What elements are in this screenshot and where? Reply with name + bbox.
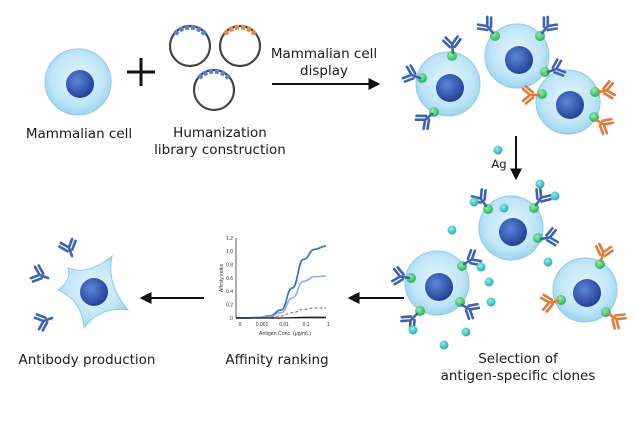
plasmid-inserts — [173, 24, 257, 80]
label-selection-1: Selection of — [478, 351, 558, 367]
displaying-cells — [400, 13, 617, 137]
producing-cell — [28, 236, 130, 333]
chart-series-line — [236, 275, 327, 319]
chart-x-tick-label: 1 — [327, 322, 330, 328]
plus-sign — [127, 58, 155, 86]
chart-x-tick-label: 0.001 — [256, 322, 269, 328]
mammalian-cell — [44, 48, 112, 116]
chart-series-line — [236, 245, 327, 319]
label-selection-2: antigen-specific clones — [440, 368, 596, 384]
chart-series-line — [236, 307, 326, 319]
chart-x-axis-label: Antigen Conc. (μg/mL) — [259, 331, 311, 337]
chart-x-tick-label: 0.1 — [303, 322, 310, 328]
label-affinity-ranking: Affinity ranking — [225, 352, 329, 368]
chart-y-tick-label: 1.0 — [226, 249, 233, 255]
chart-y-tick-label: 0.6 — [226, 276, 233, 282]
chart-y-tick-label: 0.2 — [226, 302, 233, 308]
chart-x-tick-label: 0 — [239, 322, 242, 328]
label-humanization-2: library construction — [154, 142, 286, 158]
chart-y-tick-label: 1.2 — [226, 236, 233, 242]
label-mammalian-cell: Mammalian cell — [25, 126, 133, 142]
chart-x-tick-label: 0.01 — [279, 322, 289, 328]
label-humanization-1: Humanization — [173, 125, 267, 141]
antigen-icon — [493, 145, 503, 155]
label-display-2: display — [300, 63, 348, 79]
selection-cells — [390, 179, 629, 350]
label-display-1: Mammalian cell — [270, 46, 378, 62]
chart-series-line — [236, 316, 326, 319]
chart-y-axis-label: Affinity index — [219, 263, 225, 292]
chart-y-tick-label: 0.8 — [226, 262, 233, 268]
chart-y-tick-label: 0.4 — [226, 289, 233, 295]
affinity-chart: 0 0.2 0.4 0.6 0.8 1.0 1.2 0 0.001 0.01 0.1 1 Affinit… — [219, 236, 330, 337]
plasmid-library — [168, 24, 262, 112]
label-ag: Ag — [491, 157, 507, 171]
chart-y-tick-label: 0 — [230, 316, 233, 322]
label-antibody-production: Antibody production — [18, 352, 156, 368]
